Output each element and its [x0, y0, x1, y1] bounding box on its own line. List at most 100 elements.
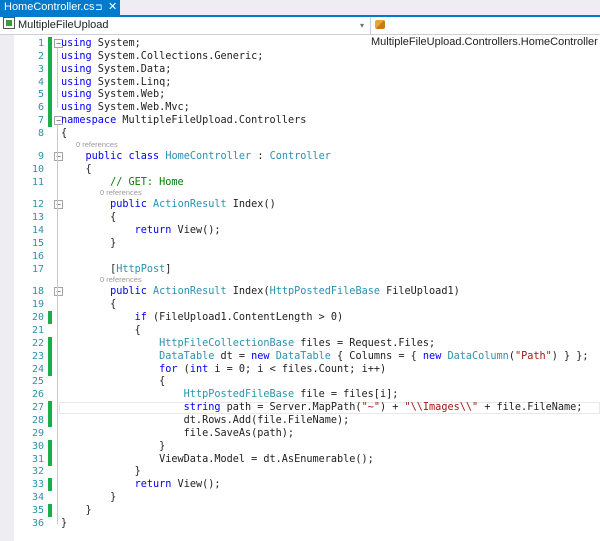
- code-line[interactable]: 12− public ActionResult Index(): [14, 198, 600, 211]
- type-dropdown[interactable]: MultipleFileUpload.Controllers.HomeContr…: [370, 17, 600, 48]
- pin-icon[interactable]: ⊐: [95, 2, 103, 12]
- line-number: 20: [31, 312, 44, 324]
- line-number: 6: [37, 102, 44, 114]
- line-number: 36: [31, 517, 44, 529]
- line-number: 29: [31, 427, 44, 439]
- code-line[interactable]: 31 ViewData.Model = dt.AsEnumerable();: [14, 452, 600, 466]
- code-line[interactable]: 16: [14, 250, 600, 263]
- codelens-references[interactable]: 0 references: [76, 139, 118, 149]
- code-text: using System.Web;: [61, 89, 166, 101]
- line-number: 13: [31, 212, 44, 224]
- line-number: 27: [31, 402, 44, 414]
- collapse-icon[interactable]: −: [54, 200, 63, 210]
- code-line[interactable]: 15 }: [14, 237, 600, 250]
- line-number: 3: [37, 63, 44, 75]
- code-text: dt.Rows.Add(file.FileName);: [61, 414, 350, 426]
- code-text: ViewData.Model = dt.AsEnumerable();: [61, 453, 374, 465]
- code-line[interactable]: 33 return View();: [14, 478, 600, 492]
- codelens-references[interactable]: 0 references: [100, 275, 142, 285]
- code-text: for (int i = 0; i < files.Count; i++): [159, 363, 387, 375]
- code-line[interactable]: 14 return View();: [14, 224, 600, 237]
- code-line[interactable]: 29 file.SaveAs(path);: [14, 427, 600, 440]
- code-line[interactable]: 18− public ActionResult Index(HttpPosted…: [14, 285, 600, 298]
- change-indicator: [48, 62, 52, 76]
- code-line[interactable]: 21 {: [14, 324, 600, 337]
- change-indicator: [48, 413, 52, 427]
- code-line[interactable]: 34 }: [14, 491, 600, 504]
- line-number: 5: [37, 89, 44, 101]
- code-text: [HttpPost]: [61, 263, 172, 275]
- code-line[interactable]: 5 using System.Web;: [14, 88, 600, 102]
- line-number: 8: [37, 127, 44, 139]
- code-text: DataTable dt = new DataTable { Columns =…: [159, 350, 589, 362]
- code-text: {: [61, 163, 92, 175]
- code-line[interactable]: 1−using System;: [14, 37, 600, 50]
- code-text: namespace MultipleFileUpload.Controllers: [61, 115, 307, 127]
- type-name: MultipleFileUpload.Controllers.HomeContr…: [371, 36, 598, 48]
- line-number: 22: [31, 337, 44, 349]
- line-number: 31: [31, 453, 44, 465]
- code-text: }: [61, 466, 141, 478]
- line-number: 17: [31, 263, 44, 275]
- outline-guide: [57, 125, 58, 524]
- change-indicator: [48, 88, 52, 102]
- editor-margin: [0, 35, 14, 541]
- navigation-bar: MultipleFileUpload ▾ MultipleFileUpload.…: [0, 17, 600, 48]
- code-line[interactable]: 9− public class HomeController : Control…: [14, 150, 600, 163]
- change-indicator: [48, 114, 52, 128]
- code-line[interactable]: 24 for (int i = 0; i < files.Count; i++): [14, 362, 600, 376]
- code-line[interactable]: 26 HttpPostedFileBase file = files[i];: [14, 388, 600, 401]
- project-dropdown[interactable]: MultipleFileUpload: [0, 17, 368, 34]
- line-number: 26: [31, 389, 44, 401]
- document-tab-bar: HomeController.cs ⊐ ✕: [0, 0, 600, 17]
- code-line[interactable]: 8{: [14, 127, 600, 140]
- line-number: 24: [31, 363, 44, 375]
- code-line[interactable]: 22 HttpFileCollectionBase files = Reques…: [14, 336, 600, 350]
- collapse-icon[interactable]: −: [54, 116, 63, 126]
- code-line[interactable]: 35 }: [14, 503, 600, 517]
- code-text: // GET: Home: [110, 176, 184, 188]
- line-number: 11: [31, 176, 44, 188]
- collapse-icon[interactable]: −: [54, 151, 63, 161]
- code-line[interactable]: 30 }: [14, 439, 600, 453]
- collapse-icon[interactable]: −: [54, 287, 63, 297]
- line-number: 33: [31, 479, 44, 491]
- line-number: 32: [31, 466, 44, 478]
- code-line[interactable]: 13 {: [14, 211, 600, 224]
- class-icon: [375, 20, 385, 29]
- code-line[interactable]: 7−namespace MultipleFileUpload.Controlle…: [14, 114, 600, 128]
- line-number: 34: [31, 492, 44, 504]
- code-line[interactable]: 28 dt.Rows.Add(file.FileName);: [14, 413, 600, 427]
- tab-homecontroller[interactable]: HomeController.cs ⊐ ✕: [0, 0, 120, 15]
- close-icon[interactable]: ✕: [108, 1, 118, 13]
- chevron-down-icon[interactable]: ▾: [360, 21, 365, 30]
- line-number: 7: [37, 115, 44, 127]
- line-number: 15: [31, 237, 44, 249]
- change-indicator: [48, 439, 52, 453]
- collapse-icon[interactable]: −: [54, 39, 63, 48]
- code-text: using System.Data;: [61, 63, 172, 75]
- code-line[interactable]: 36}: [14, 517, 600, 530]
- code-line[interactable]: 19 {: [14, 298, 600, 311]
- code-line[interactable]: 20 if (FileUpload1.ContentLength > 0): [14, 311, 600, 325]
- code-text: public class HomeController : Controller: [85, 150, 331, 162]
- code-line[interactable]: 23 DataTable dt = new DataTable { Column…: [14, 349, 600, 363]
- codelens-references[interactable]: 0 references: [100, 188, 142, 198]
- code-line[interactable]: 11 // GET: Home: [14, 176, 600, 189]
- code-line[interactable]: 27 string path = Server.MapPath("~") + "…: [14, 401, 600, 415]
- project-name: MultipleFileUpload: [18, 19, 109, 31]
- code-text: }: [61, 237, 117, 249]
- code-line[interactable]: 32 }: [14, 465, 600, 478]
- line-number: 4: [37, 76, 44, 88]
- code-line[interactable]: 25 {: [14, 375, 600, 388]
- code-line[interactable]: 17 [HttpPost]: [14, 263, 600, 276]
- code-text: using System;: [61, 38, 141, 49]
- line-number: 9: [37, 150, 44, 162]
- line-number: 30: [31, 440, 44, 452]
- code-line[interactable]: 3 using System.Data;: [14, 62, 600, 76]
- code-line[interactable]: 10 {: [14, 163, 600, 176]
